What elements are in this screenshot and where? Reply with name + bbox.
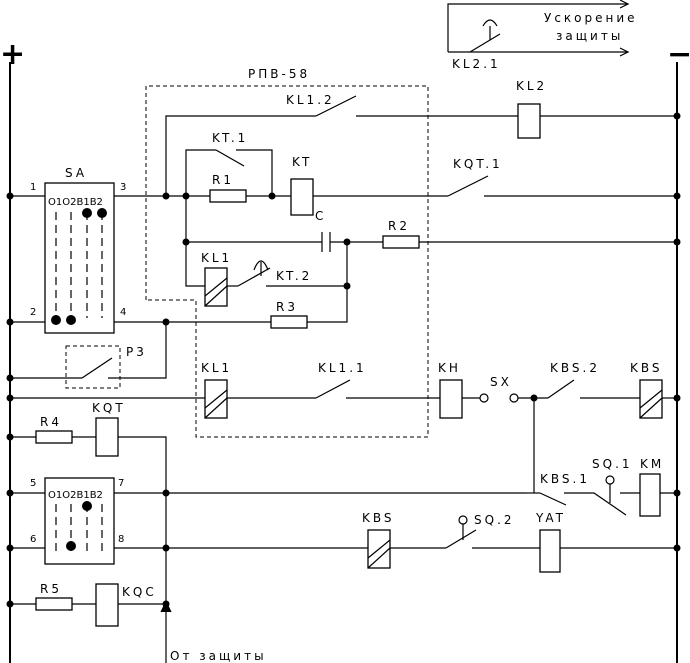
sq1-terminal	[605, 475, 615, 485]
c-label: C	[315, 209, 326, 223]
row-kqc: R5 KQC От защиты	[6, 548, 267, 663]
row-yat: KBS SQ.2 YAT	[6, 511, 681, 573]
r5-resistor	[35, 597, 73, 611]
kt1-label: KT.1	[212, 131, 248, 145]
r2-label: R2	[388, 219, 410, 233]
kbs2-contact	[547, 379, 575, 399]
sa-terminal-2: 2	[30, 307, 36, 318]
row-kl1-main: KL1 KL1.1 KH SX KBS.2 KBS	[6, 361, 681, 419]
kl2-coil	[517, 103, 541, 139]
kbs-low-label: KBS	[362, 511, 395, 525]
sa-terminal-1: 1	[30, 182, 36, 193]
r3-resistor	[270, 315, 308, 329]
row-kt: R1 KT KQT.1	[6, 155, 681, 216]
sx-label: SX	[490, 375, 512, 389]
kt-coil	[290, 178, 314, 216]
sq1-label: SQ.1	[592, 457, 633, 471]
kqt1-contact	[447, 175, 489, 197]
sa-terminal-4: 4	[120, 307, 126, 318]
kl1-top-block: KL1 KT.2	[185, 242, 351, 307]
minus-rail: −	[667, 37, 690, 663]
kt1-contact: KT.1	[185, 131, 273, 196]
kqc-coil	[95, 583, 119, 627]
r4-label: R4	[40, 415, 62, 429]
sq2-contact	[445, 529, 477, 549]
kl12-label: KL1.2	[286, 93, 335, 107]
kh-coil	[439, 379, 463, 419]
sa-terminal-3: 3	[120, 182, 126, 193]
kbs2-label: KBS.2	[550, 361, 600, 375]
kl12-contact	[315, 95, 357, 117]
kbs1-contact	[539, 492, 567, 506]
r1-label: R1	[212, 173, 234, 187]
kqt-coil	[95, 417, 119, 457]
row-capacitor: C R2	[182, 196, 681, 252]
sa-header: O1O2B1B2	[48, 197, 103, 208]
kqt-label: KQT	[92, 401, 126, 415]
lower-terminal-7: 7	[118, 478, 124, 489]
kt-label: KT	[292, 155, 312, 169]
p3-label: P3	[126, 345, 147, 359]
sx-terminal-1	[479, 393, 489, 403]
kl11-label: KL1.1	[318, 361, 367, 375]
sq2-terminal	[458, 515, 468, 525]
accel-label-2: защиты	[556, 29, 623, 43]
row-kl12: KL1.2 KL2	[165, 79, 681, 196]
sx-terminal-2	[509, 393, 519, 403]
yat-label: YAT	[535, 511, 566, 525]
km-label: KM	[640, 457, 664, 471]
r3-label: R3	[276, 300, 298, 314]
kbs-right-label: KBS	[630, 361, 663, 375]
footer-label: От защиты	[170, 649, 267, 663]
kl1-mid-label: KL1	[201, 361, 232, 375]
rpv58-frame: РПВ-58	[145, 67, 429, 438]
minus-sign: −	[667, 37, 690, 72]
row-r3: R3	[6, 286, 348, 329]
plus-sign: +	[0, 37, 25, 72]
kh-label: KH	[438, 361, 461, 375]
kqc-label: KQC	[122, 585, 157, 599]
lower-terminal-6: 6	[30, 534, 36, 545]
lower-switch: O1O2B1B2 5 7 6 8	[30, 477, 124, 565]
kl2-1-label: KL2.1	[452, 57, 501, 71]
acceleration-block: Ускорение защиты KL2.1	[447, 0, 638, 71]
r5-label: R5	[40, 582, 62, 596]
r4-resistor	[35, 430, 73, 444]
r2-resistor	[382, 235, 420, 249]
lower-terminal-8: 8	[118, 534, 124, 545]
lower-terminal-5: 5	[30, 478, 36, 489]
lower-switch-header: O1O2B1B2	[48, 490, 103, 501]
yat-coil	[539, 529, 561, 573]
row-p3: P3	[6, 322, 167, 389]
row-kqt: R4 KQT	[6, 401, 167, 548]
plus-rail: +	[0, 37, 25, 663]
sq2-label: SQ.2	[474, 513, 515, 527]
accel-label-1: Ускорение	[544, 11, 638, 25]
km-coil	[639, 473, 661, 517]
kl1-top-label: KL1	[201, 251, 232, 265]
kt2-label: KT.2	[276, 269, 312, 283]
row-km: KBS.1 SQ.1 KM	[6, 398, 681, 517]
p3-contact	[81, 357, 113, 379]
kbs1-label: KBS.1	[540, 472, 590, 486]
sa-switch: SA O1O2B1B2 1 3 2 4	[30, 166, 126, 334]
frame-label: РПВ-58	[248, 67, 310, 81]
kl2-label: KL2	[516, 79, 547, 93]
kl11-contact	[315, 379, 351, 399]
r1-resistor	[209, 189, 247, 203]
kqt1-label: KQT.1	[453, 157, 503, 171]
kt2-contact	[237, 267, 271, 287]
sa-name: SA	[65, 166, 87, 180]
